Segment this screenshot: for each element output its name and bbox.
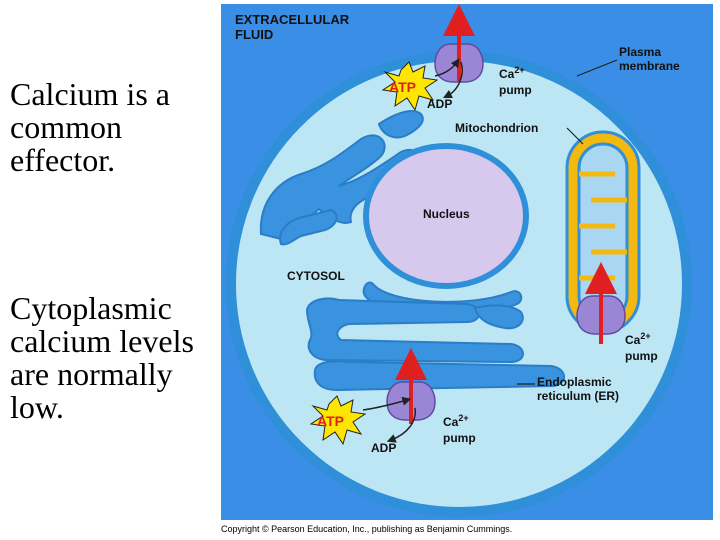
leader-mitochondrion	[566, 127, 584, 145]
arrow-atp-to-pump-top	[434, 58, 460, 77]
text-cytoplasmic-calcium-low: Cytoplasmic calcium levels are normally …	[10, 292, 225, 424]
text-line: common	[10, 109, 122, 145]
label-pump-mito: pump	[625, 349, 658, 363]
calcium-pump-top	[434, 4, 484, 83]
label-adp-er: ADP	[371, 441, 396, 455]
text-line: are normally	[10, 356, 173, 392]
endoplasmic-reticulum-lower	[305, 281, 565, 392]
label-extracellular: EXTRACELLULAR FLUID	[235, 12, 353, 42]
copyright-text: Copyright © Pearson Education, Inc., pub…	[221, 524, 513, 534]
label-pump-top: pump	[499, 83, 532, 97]
label-ca-pump-mito: Ca2+	[625, 331, 651, 347]
text-line: calcium levels	[10, 323, 194, 359]
label-ca-pump-top: Ca2+	[499, 65, 525, 81]
label-cytosol: CYTOSOL	[287, 269, 345, 283]
atp-burst-bottom: ATP	[309, 395, 367, 446]
text-line: Calcium is a	[10, 76, 170, 112]
arrow-atp-to-pump-er	[362, 396, 412, 411]
arrow-pump-to-adp-top	[442, 61, 463, 99]
label-er: Endoplasmic reticulum (ER)	[537, 375, 619, 403]
calcium-pump-mitochondrion	[576, 262, 626, 344]
arrow-pump-to-adp-er	[386, 407, 416, 443]
label-adp-top: ADP	[427, 97, 452, 111]
atp-label-bottom: ATP	[317, 413, 344, 429]
label-plasma-membrane: Plasma membrane	[619, 45, 680, 73]
label-mitochondrion: Mitochondrion	[455, 121, 538, 135]
label-ca-pump-er: Ca2+	[443, 413, 469, 429]
leader-plasma-membrane	[576, 59, 618, 77]
endoplasmic-reticulum	[259, 110, 424, 246]
label-nucleus: Nucleus	[423, 207, 470, 221]
atp-burst-top: ATP	[381, 61, 439, 112]
text-line: low.	[10, 389, 64, 425]
text-calcium-effector: Calcium is a common effector.	[10, 78, 225, 177]
calcium-pump-er	[386, 348, 436, 424]
text-line: effector.	[10, 142, 116, 178]
text-line: Cytoplasmic	[10, 290, 172, 326]
atp-label-top: ATP	[389, 79, 416, 95]
cell-calcium-diagram: ATP ATP EXTRACELLULAR FLUID Plasma membr…	[221, 4, 713, 520]
label-pump-er: pump	[443, 431, 476, 445]
nucleus	[363, 143, 529, 289]
